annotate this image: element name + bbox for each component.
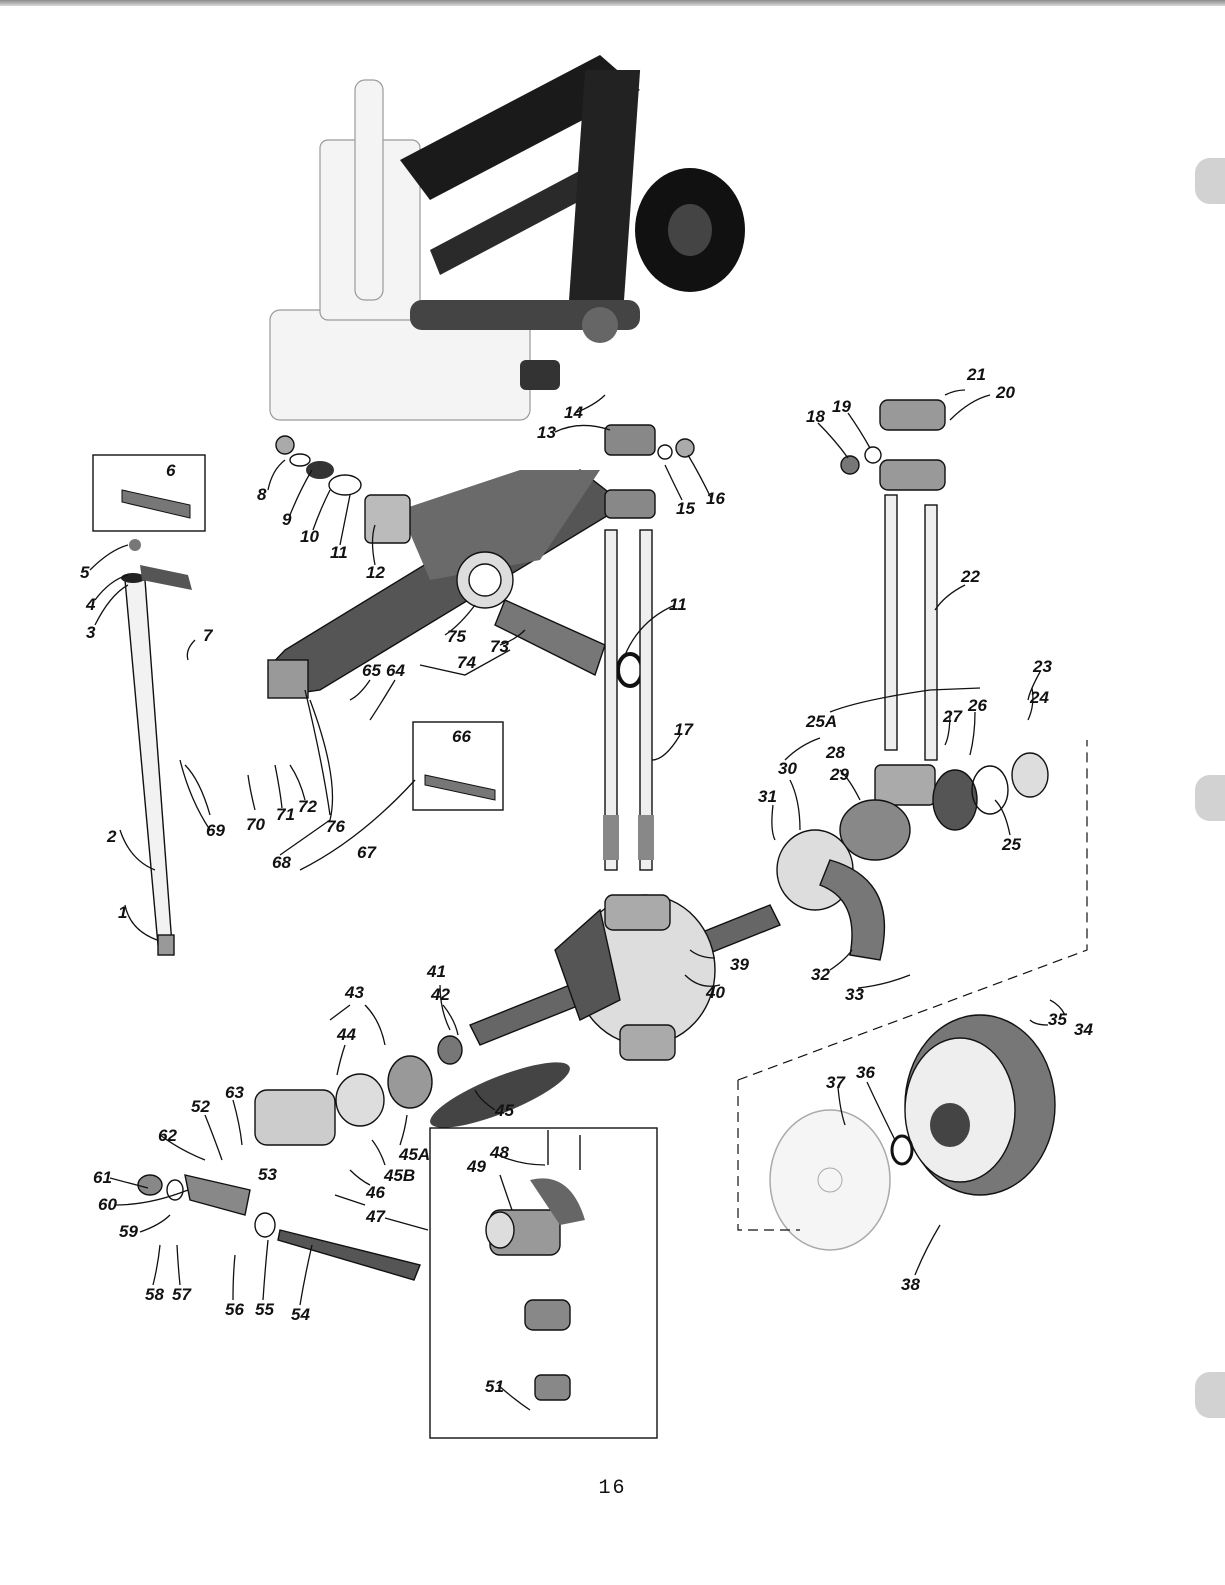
callout-39: 39 bbox=[730, 955, 749, 974]
callout-48: 48 bbox=[489, 1143, 509, 1162]
callout-59: 59 bbox=[119, 1222, 138, 1241]
callout-4: 4 bbox=[85, 595, 96, 614]
callout-72: 72 bbox=[298, 797, 317, 816]
callout-71: 71 bbox=[276, 805, 295, 824]
callout-17: 17 bbox=[674, 720, 694, 739]
callout-28: 28 bbox=[825, 743, 845, 762]
callout-15: 15 bbox=[676, 499, 695, 518]
callout-69: 69 bbox=[206, 821, 225, 840]
callout-19: 19 bbox=[832, 397, 851, 416]
callout-52: 52 bbox=[191, 1097, 210, 1116]
callout-29: 29 bbox=[829, 765, 849, 784]
callout-30: 30 bbox=[778, 759, 797, 778]
callout-24: 24 bbox=[1029, 688, 1049, 707]
detail-inset-parts bbox=[486, 1130, 585, 1400]
callout-26: 26 bbox=[967, 696, 987, 715]
callout-6: 6 bbox=[166, 461, 176, 480]
callout-63: 63 bbox=[225, 1083, 244, 1102]
callout-21: 21 bbox=[966, 365, 986, 384]
pulley-assembly bbox=[770, 1015, 1055, 1250]
callout-60: 60 bbox=[98, 1195, 117, 1214]
callout-51: 51 bbox=[485, 1377, 504, 1396]
callout-25: 25 bbox=[1001, 835, 1021, 854]
leader-lines bbox=[90, 390, 1065, 1410]
callout-42: 42 bbox=[430, 985, 450, 1004]
callout-41: 41 bbox=[426, 962, 446, 981]
callout-76: 76 bbox=[326, 817, 345, 836]
callout-45: 45 bbox=[494, 1101, 514, 1120]
callout-66: 66 bbox=[452, 727, 471, 746]
vertical-shaft bbox=[121, 539, 192, 955]
callout-3: 3 bbox=[86, 623, 96, 642]
callout-67: 67 bbox=[357, 843, 377, 862]
lever-66 bbox=[425, 775, 495, 800]
crankshaft-assembly bbox=[424, 895, 780, 1140]
callout-2: 2 bbox=[106, 827, 117, 846]
callout-45a: 45A bbox=[398, 1145, 430, 1164]
callout-40: 40 bbox=[705, 983, 725, 1002]
callout-34: 34 bbox=[1074, 1020, 1093, 1039]
callout-13: 13 bbox=[537, 423, 556, 442]
callout-25a: 25A bbox=[805, 712, 837, 731]
callout-65: 65 bbox=[362, 661, 381, 680]
callout-74: 74 bbox=[457, 653, 476, 672]
lever-inset-box bbox=[93, 455, 205, 531]
page-number: 16 bbox=[0, 1477, 1225, 1500]
callout-23: 23 bbox=[1032, 657, 1052, 676]
callout-32: 32 bbox=[811, 965, 830, 984]
callout-10: 10 bbox=[300, 527, 319, 546]
callout-9: 9 bbox=[282, 510, 292, 529]
callout-54: 54 bbox=[291, 1305, 310, 1324]
callout-8: 8 bbox=[257, 485, 267, 504]
callout-46: 46 bbox=[365, 1183, 385, 1202]
callout-56: 56 bbox=[225, 1300, 244, 1319]
callout-35: 35 bbox=[1048, 1010, 1067, 1029]
callout-64: 64 bbox=[386, 661, 405, 680]
callout-20: 20 bbox=[995, 383, 1015, 402]
machine-overview-illustration bbox=[270, 55, 745, 420]
callout-11a: 11 bbox=[330, 543, 348, 562]
callout-55: 55 bbox=[255, 1300, 274, 1319]
binder-hole-bottom bbox=[1195, 1372, 1225, 1418]
binder-hole-top bbox=[1195, 158, 1225, 204]
callout-37: 37 bbox=[826, 1073, 846, 1092]
callout-5: 5 bbox=[80, 563, 90, 582]
lever-6 bbox=[122, 490, 190, 518]
callout-70: 70 bbox=[246, 815, 265, 834]
callout-57: 57 bbox=[172, 1285, 192, 1304]
callout-53: 53 bbox=[258, 1165, 277, 1184]
callout-44: 44 bbox=[336, 1025, 356, 1044]
callout-14: 14 bbox=[564, 403, 583, 422]
callout-1: 1 bbox=[118, 903, 127, 922]
callout-27: 27 bbox=[942, 707, 963, 726]
callout-36: 36 bbox=[856, 1063, 875, 1082]
callout-45b: 45B bbox=[383, 1166, 415, 1185]
callout-62: 62 bbox=[158, 1126, 177, 1145]
callout-75: 75 bbox=[447, 627, 466, 646]
callout-43: 43 bbox=[344, 983, 364, 1002]
callout-16: 16 bbox=[706, 489, 725, 508]
callout-61: 61 bbox=[93, 1168, 112, 1187]
callout-73: 73 bbox=[490, 637, 509, 656]
callout-33: 33 bbox=[845, 985, 864, 1004]
binder-hole-middle bbox=[1195, 775, 1225, 821]
callout-12: 12 bbox=[366, 563, 385, 582]
callout-31: 31 bbox=[758, 787, 777, 806]
connecting-rods bbox=[603, 530, 654, 870]
callout-22: 22 bbox=[960, 567, 980, 586]
callout-7: 7 bbox=[203, 626, 214, 645]
callout-49: 49 bbox=[466, 1157, 486, 1176]
callout-38: 38 bbox=[901, 1275, 920, 1294]
callout-11b: 11 bbox=[669, 595, 687, 614]
callout-58: 58 bbox=[145, 1285, 164, 1304]
callout-68: 68 bbox=[272, 853, 291, 872]
callout-18: 18 bbox=[806, 407, 825, 426]
callout-47: 47 bbox=[365, 1207, 386, 1226]
eccentric-rod-assembly bbox=[777, 400, 1048, 960]
